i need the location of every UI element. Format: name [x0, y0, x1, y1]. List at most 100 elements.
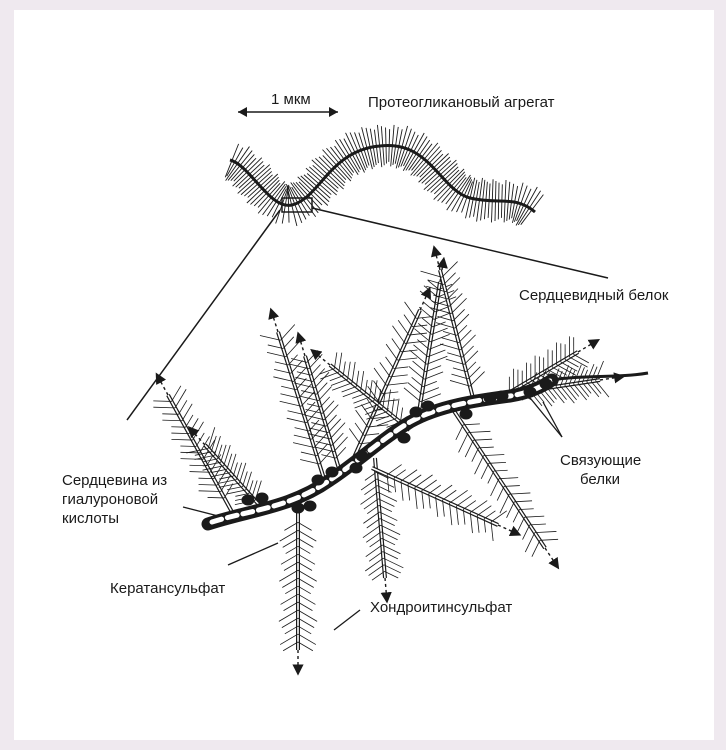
sulfate-chain: [236, 463, 241, 480]
sulfate-chain: [456, 425, 463, 440]
sulfate-chain: [392, 326, 405, 344]
link-protein: [410, 407, 423, 418]
sulfate-chain: [373, 381, 382, 394]
sulfate-chain: [507, 502, 515, 518]
sulfate-chain: [405, 341, 427, 343]
link-protein: [524, 387, 537, 398]
sulfate-chain: [504, 486, 520, 487]
sulfate-chain: [374, 368, 386, 385]
sulfate-chain: [336, 447, 346, 458]
branch-tip-arrow: [435, 251, 440, 270]
sulfate-chain: [470, 512, 472, 533]
sulfate-chain: [355, 423, 364, 435]
sulfate-chain: [324, 405, 338, 420]
sulfate-chain: [462, 346, 473, 357]
link-protein: [292, 503, 305, 514]
sulfate-chain: [453, 309, 465, 320]
sulfate-chain: [281, 554, 298, 564]
branch-axis-inner: [168, 395, 232, 512]
sulfate-chain: [372, 571, 384, 580]
sulfate-chain: [412, 377, 423, 386]
link-protein: [398, 433, 411, 444]
sulfate-chain: [387, 465, 402, 475]
link-protein: [422, 401, 435, 412]
sulfate-chain: [353, 397, 369, 403]
sulfate-chain: [447, 289, 457, 299]
sulfate-chain: [282, 578, 298, 587]
sulfate-chain: [190, 472, 211, 473]
sulfate-chain: [364, 486, 377, 495]
sulfate-chain: [361, 371, 364, 390]
link-proteins-label-2: белки: [580, 471, 620, 488]
sulfate-chain: [339, 353, 342, 372]
sulfate-chain: [153, 401, 171, 402]
sulfate-chain: [171, 433, 189, 434]
sulfate-chain: [318, 387, 331, 401]
sulfate-chain: [153, 407, 175, 408]
sulfate-chain: [334, 352, 336, 368]
link-protein: [460, 409, 473, 420]
sulfate-chain: [343, 390, 361, 397]
sulfate-chain: [330, 376, 343, 381]
sulfate-chain: [343, 362, 345, 376]
sulfate-chain: [532, 540, 540, 556]
sulfate-chain: [386, 383, 407, 385]
sulfate-chain: [171, 439, 192, 440]
sulfate-chain: [509, 493, 530, 494]
sulfate-chain: [470, 372, 485, 387]
glycosaminoglycan-branch: [421, 251, 485, 402]
sulfate-chain: [298, 642, 313, 651]
sulfate-chain: [519, 509, 533, 510]
branch-tip-arrow: [545, 548, 556, 565]
sulfate-chain: [466, 362, 476, 372]
sulfate-chain: [186, 415, 193, 427]
sulfate-chain: [497, 486, 504, 500]
sulfate-chain: [449, 490, 467, 503]
sulfate-chain: [479, 447, 494, 448]
sulfate-chain: [252, 481, 257, 497]
sulfate-chain: [365, 472, 376, 480]
sulfate-chain: [352, 362, 355, 383]
sulfate-chain: [283, 642, 298, 651]
sulfate-chain: [281, 594, 298, 604]
branch-tip-arrow: [385, 578, 387, 598]
sulfate-chain: [365, 380, 367, 394]
link-protein: [312, 475, 325, 486]
sulfate-chain: [392, 398, 395, 415]
core-protein-label: Сердцевидный белок: [519, 287, 669, 304]
sulfate-chain: [481, 463, 489, 479]
sulfate-chain: [363, 512, 379, 523]
sulfate-chain: [499, 478, 518, 479]
hyaluronic-label-1: Сердцевина из: [62, 472, 167, 489]
sulfate-chain: [468, 431, 490, 432]
sulfate-chain: [380, 362, 390, 376]
sulfate-chain: [404, 388, 421, 402]
sulfate-chain: [535, 531, 557, 532]
chondroitin-sulfate-label: Хондроитинсульфат: [370, 599, 512, 616]
aggregate-label: Протеогликановый агрегат: [368, 94, 555, 111]
branch-axis-inner: [372, 468, 498, 525]
sulfate-chain: [313, 368, 325, 381]
sulfate-chain: [569, 385, 579, 397]
sulfate-chain: [320, 397, 329, 407]
sulfate-chain: [369, 565, 384, 576]
scale-label: 1 мкм: [271, 91, 311, 108]
glycosaminoglycan-branch: [372, 465, 516, 541]
keratan-sulfate-label: Кератансульфат: [110, 580, 225, 597]
sulfate-chain: [569, 357, 587, 367]
sulfate-chain: [233, 463, 237, 477]
sulfate-chain: [473, 439, 492, 440]
sulfate-chain: [304, 402, 315, 414]
sulfate-chain: [463, 424, 480, 425]
sulfate-chain: [578, 383, 589, 396]
sulfate-chain: [243, 472, 248, 487]
branch-tip-arrow: [498, 525, 516, 533]
sulfate-chain: [565, 385, 577, 400]
sulfate-chain: [280, 634, 298, 645]
sulfate-chain: [429, 485, 441, 494]
sulfate-chain: [465, 440, 473, 457]
branch-tip-arrow: [578, 342, 595, 352]
sulfate-chain: [227, 490, 246, 494]
sulfate-chain: [484, 511, 495, 519]
